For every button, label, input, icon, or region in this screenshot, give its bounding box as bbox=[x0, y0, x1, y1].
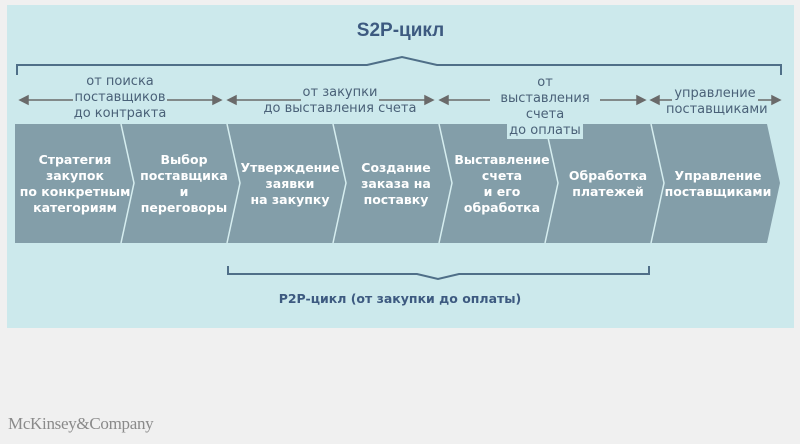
phase-2-line-2: до выставления счета bbox=[261, 101, 419, 117]
phase-label-4: управление поставщиками bbox=[664, 86, 770, 118]
chevron-invoicing bbox=[439, 124, 558, 243]
phase-2-line-1: от закупки bbox=[300, 85, 380, 101]
phase-1-line-3: до контракта bbox=[71, 106, 169, 122]
phase-4-line-2: поставщиками bbox=[664, 102, 770, 118]
process-chevrons bbox=[15, 123, 780, 244]
diagram-title: S2P-цикл bbox=[356, 20, 445, 41]
chevron-strategy bbox=[15, 124, 134, 243]
step-label-purchase-order: Создание заказа на поставку bbox=[361, 159, 431, 207]
step-label-supplier-management: Управление поставщиками bbox=[664, 167, 772, 199]
p2p-brace bbox=[227, 266, 650, 281]
s2p-brace bbox=[16, 55, 782, 75]
phase-4-line-1: управление bbox=[672, 86, 758, 102]
step-label-supplier-selection: Выбор поставщика и переговоры bbox=[140, 151, 228, 215]
chevron-supplier-management bbox=[651, 124, 780, 243]
phase-label-1: от поиска поставщиков до контракта bbox=[70, 74, 170, 122]
chevron-payments bbox=[545, 124, 664, 243]
company-logo: McKinsey&Company bbox=[8, 414, 154, 433]
phase-1-line-1: от поиска bbox=[84, 74, 156, 90]
chevron-purchase-order bbox=[333, 124, 452, 243]
chevron-supplier-selection bbox=[121, 124, 240, 243]
step-label-strategy: Стратегия закупок по конкретным категори… bbox=[19, 151, 131, 215]
p2p-cycle-label: P2P-цикл (от закупки до оплаты) bbox=[278, 291, 522, 306]
phase-label-3: от выставления счета до оплаты bbox=[490, 75, 600, 139]
phase-3-line-1: от выставления bbox=[490, 75, 600, 107]
step-label-requisition: Утверждение заявки на закупку bbox=[240, 159, 340, 207]
phase-3-line-3: до оплаты bbox=[507, 123, 583, 139]
step-label-invoicing: Выставление счета и его обработка bbox=[454, 151, 550, 215]
phase-label-2: от закупки до выставления счета bbox=[255, 85, 425, 117]
step-label-payments: Обработка платежей bbox=[568, 167, 648, 199]
phase-1-line-2: поставщиков bbox=[72, 90, 168, 106]
chevron-requisition bbox=[227, 124, 346, 243]
phase-3-line-2: счета bbox=[523, 107, 567, 123]
